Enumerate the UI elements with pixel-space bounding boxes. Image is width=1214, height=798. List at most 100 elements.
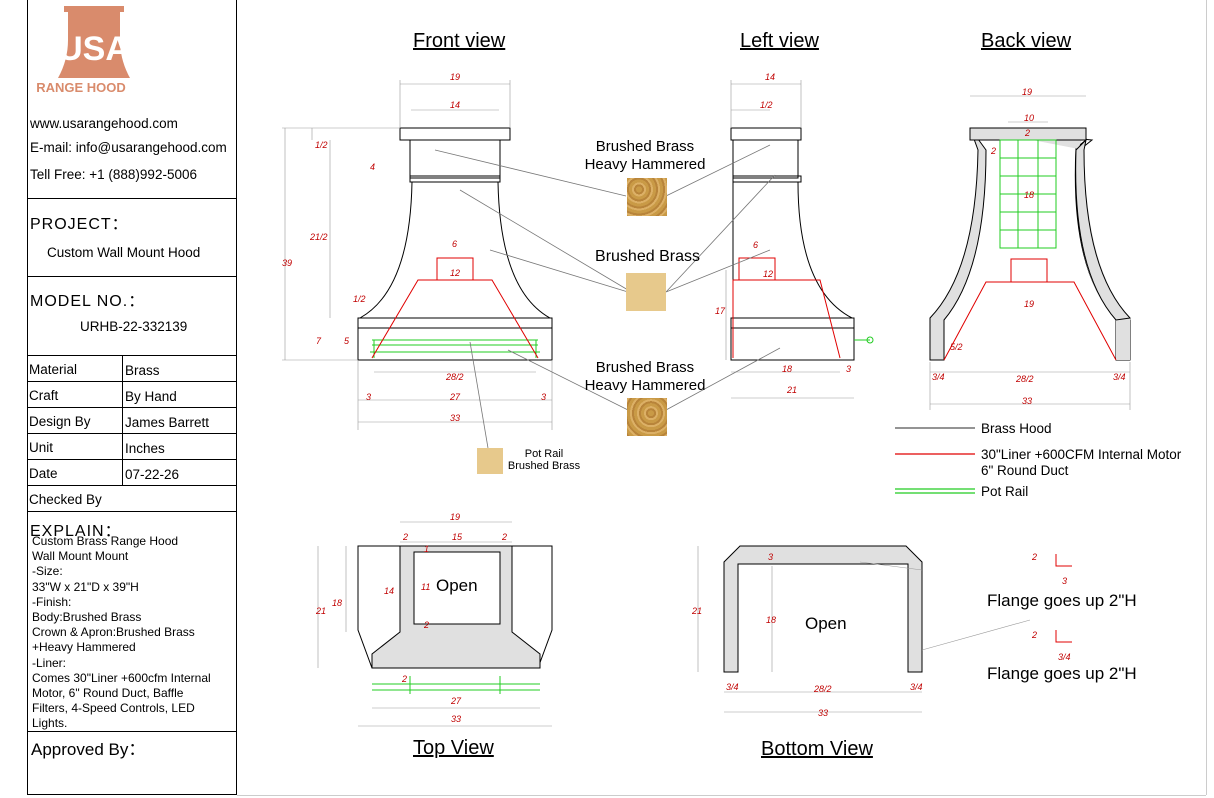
row-value: By Hand <box>125 389 177 404</box>
dim-label: 19 <box>450 72 460 82</box>
dim-label: 2 <box>423 620 429 630</box>
dim-label: 3/4 <box>910 682 923 692</box>
dim-label: 14 <box>384 586 394 596</box>
dim-label: 1 <box>424 544 429 554</box>
title-block: USA RANGE HOOD www.usarangehood.com E-ma… <box>27 0 237 795</box>
svg-text:USA: USA <box>58 30 130 68</box>
material-label-hammered-bottom: Brushed Brass Heavy Hammered <box>584 359 706 394</box>
bottom-dimension-lines <box>697 546 1031 713</box>
front-view-title: Front view <box>413 30 506 52</box>
dim-label: 18 <box>782 364 792 374</box>
dim-label: 2 <box>1031 552 1037 562</box>
dim-label: 18 <box>332 598 342 608</box>
svg-text:RANGE HOOD: RANGE HOOD <box>36 80 126 95</box>
dim-label: 3/4 <box>932 372 945 382</box>
dim-label: 3/4 <box>1113 372 1126 382</box>
dim-label: 18 <box>1024 190 1034 200</box>
dim-label: 3/4 <box>726 682 739 692</box>
dim-label: 33 <box>1022 396 1032 406</box>
dim-label: 3 <box>768 552 773 562</box>
dim-label: 3 <box>1062 576 1067 586</box>
divider <box>28 198 236 199</box>
flange-note: Flange goes up 2"H <box>987 591 1137 610</box>
usa-range-hood-logo: USA RANGE HOOD <box>36 6 130 95</box>
info-row-checked-by: Checked By <box>28 486 236 512</box>
divider <box>28 276 236 277</box>
back-view-drawing <box>929 127 1132 361</box>
divider <box>28 355 236 356</box>
top-view-title: Top View <box>413 737 494 759</box>
left-view-drawing <box>730 127 874 361</box>
flange-note: Flange goes up 2"H <box>987 664 1137 683</box>
dim-label: 27 <box>449 392 461 402</box>
back-dimension-lines <box>929 95 1131 410</box>
dim-label: 18 <box>766 615 776 625</box>
info-row-material: Material Brass <box>28 356 236 382</box>
swatch-hammered-brass <box>627 178 667 216</box>
bottom-view-title: Bottom View <box>761 738 873 760</box>
project-heading: PROJECT： <box>30 216 129 233</box>
material-label-hammered-top: Brushed Brass Heavy Hammered <box>584 138 706 173</box>
row-key: Unit <box>29 440 54 455</box>
dim-label: 14 <box>765 72 775 82</box>
dim-label: 4 <box>370 162 375 172</box>
dim-label: 28/2 <box>445 372 464 382</box>
dim-label: 17 <box>715 306 726 316</box>
frame-line <box>1206 0 1207 795</box>
bottom-view-drawing <box>723 545 923 673</box>
frame-line <box>237 795 1206 796</box>
swatch-pot-rail <box>477 448 503 474</box>
dim-label: 2 <box>501 532 507 542</box>
website-text: www.usarangehood.com <box>30 116 178 131</box>
front-dimension-lines <box>282 80 553 430</box>
top-view-drawing <box>357 545 553 694</box>
left-view-title: Left view <box>740 30 819 52</box>
left-dimension-lines <box>725 80 854 399</box>
dim-label: 19 <box>1022 87 1032 97</box>
legend-label-rail: Pot Rail <box>981 484 1029 499</box>
material-label-brushed: Brushed Brass <box>595 248 700 265</box>
dim-label: 2 <box>401 674 407 684</box>
dim-label: 2 <box>402 532 408 542</box>
dim-label: 1/2 <box>353 294 366 304</box>
project-value: Custom Wall Mount Hood <box>47 245 201 260</box>
dim-label: 28/2 <box>813 684 832 694</box>
explain-text: Custom Brass Range Hood Wall Mount Mount… <box>32 534 211 731</box>
flange-details <box>1055 554 1072 643</box>
bottom-open-label: Open <box>805 614 847 633</box>
row-value: Inches <box>125 441 165 456</box>
dim-label: 3 <box>366 392 371 402</box>
email-text: E-mail: info@usarangehood.com <box>30 140 227 155</box>
model-value: URHB-22-332139 <box>80 319 188 334</box>
explain-heading: EXPLAIN： <box>30 523 122 540</box>
dim-label: 19 <box>450 512 460 522</box>
phone-text: Tell Free: +1 (888)992-5006 <box>30 167 197 182</box>
dim-label: 5 <box>344 336 350 346</box>
approved-by-label: Approved By： <box>31 740 146 759</box>
dim-label: 1/2 <box>760 100 773 110</box>
dim-label: 3 <box>846 364 851 374</box>
dim-label: 19 <box>1024 299 1034 309</box>
dim-label: 3/4 <box>1058 652 1071 662</box>
dim-label: 28/2 <box>1015 374 1034 384</box>
row-key: Material <box>29 362 78 377</box>
dim-label: 33 <box>818 708 828 718</box>
dim-label: 10 <box>1024 113 1034 123</box>
dim-label: 14 <box>450 100 460 110</box>
legend-label-liner: 30"Liner +600CFM Internal Motor 6" Round… <box>981 447 1182 478</box>
dim-label: 1/2 <box>315 140 328 150</box>
material-label-pot-rail: Pot Rail Brushed Brass <box>507 448 581 472</box>
info-row-unit: Unit Inches <box>28 434 236 460</box>
callout-lines <box>434 144 781 449</box>
dim-label: 15 <box>452 532 463 542</box>
dim-label: 21 <box>315 606 326 616</box>
dim-label: 12 <box>763 269 773 279</box>
row-value: Brass <box>125 363 160 378</box>
dim-label: 7 <box>316 336 322 346</box>
legend-label-hood: Brass Hood <box>981 421 1052 436</box>
dim-label: 5/2 <box>950 342 963 352</box>
dim-label: 2 <box>990 146 996 156</box>
